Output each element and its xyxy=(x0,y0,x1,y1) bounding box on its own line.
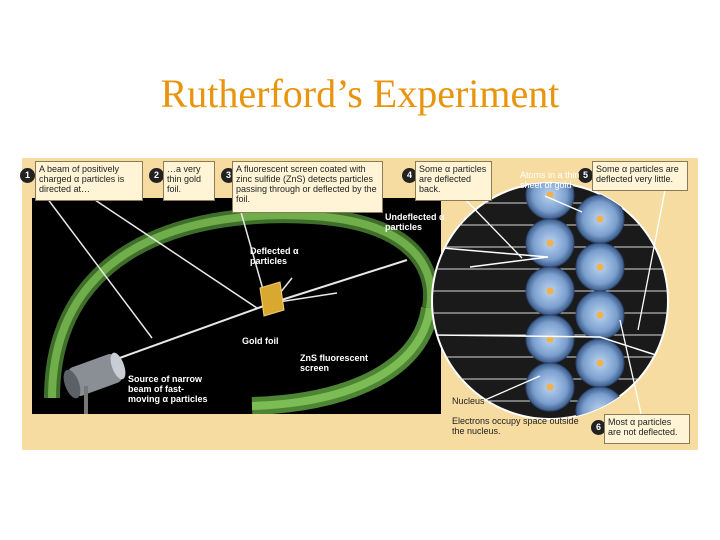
alpha-source-icon xyxy=(63,352,126,414)
callout-6: Most α particles are not deflected. xyxy=(604,414,690,444)
step-2-badge: 2 xyxy=(149,168,164,183)
step-5-badge: 5 xyxy=(578,168,593,183)
nucleus-dot xyxy=(596,263,604,271)
nucleus-dot xyxy=(596,311,604,319)
undeflected-label: Undeflected α particles xyxy=(385,212,445,232)
source-label: Source of narrow beam of fast-moving α p… xyxy=(128,374,208,404)
page-title: Rutherford’s Experiment xyxy=(160,71,560,116)
nucleus-dot xyxy=(596,359,604,367)
step-6-badge: 6 xyxy=(591,420,606,435)
nucleus-dot xyxy=(546,383,554,391)
callout-5: Some α particles are deflected very litt… xyxy=(592,161,688,191)
deflected-label: Deflected α particles xyxy=(250,246,299,266)
callout-1: A beam of positively charged α particles… xyxy=(35,161,143,201)
nucleus-dot xyxy=(596,215,604,223)
callout-3: A fluorescent screen coated with zinc su… xyxy=(232,161,383,213)
nucleus-dot xyxy=(546,191,554,199)
step-1-badge: 1 xyxy=(20,168,35,183)
nucleus-label: Nucleus xyxy=(452,396,485,406)
gold-foil-label: Gold foil xyxy=(242,336,279,346)
apparatus-scene xyxy=(32,198,441,414)
electrons-label: Electrons occupy space outside the nucle… xyxy=(452,416,579,436)
atom-zoom-view xyxy=(430,181,670,421)
atoms-label: Atoms in a thin sheet of gold xyxy=(520,170,580,190)
callout-2: …a very thin gold foil. xyxy=(163,161,215,201)
zns-screen-label: ZnS fluorescent screen xyxy=(300,353,369,373)
nucleus-dot xyxy=(546,239,554,247)
step-4-badge: 4 xyxy=(402,168,417,183)
nucleus-dot xyxy=(546,335,554,343)
nucleus-dot xyxy=(546,287,554,295)
callout-4: Some α particles are deflected back. xyxy=(415,161,492,201)
